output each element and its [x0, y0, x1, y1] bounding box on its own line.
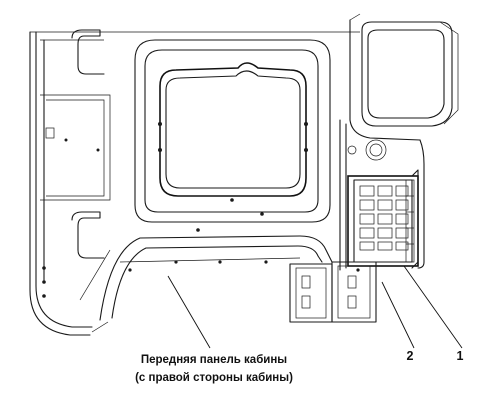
- callout-1-label: 1: [457, 349, 464, 363]
- leader-lines: [167, 265, 463, 349]
- central-access-opening: [134, 39, 331, 232]
- left-pillar: [29, 29, 360, 336]
- right-upper-duct: [349, 13, 459, 141]
- relay-fuse-block: [347, 169, 419, 269]
- right-lower-column: [339, 119, 425, 271]
- lower-cross-member: [79, 235, 333, 333]
- caption-line-2: (с правой стороны кабины): [135, 372, 293, 384]
- left-pillar-holes: [42, 138, 100, 298]
- callout-2-label: 2: [407, 349, 414, 363]
- mounting-bracket: [289, 261, 377, 323]
- caption-line-1: Передняя панель кабины: [141, 354, 287, 366]
